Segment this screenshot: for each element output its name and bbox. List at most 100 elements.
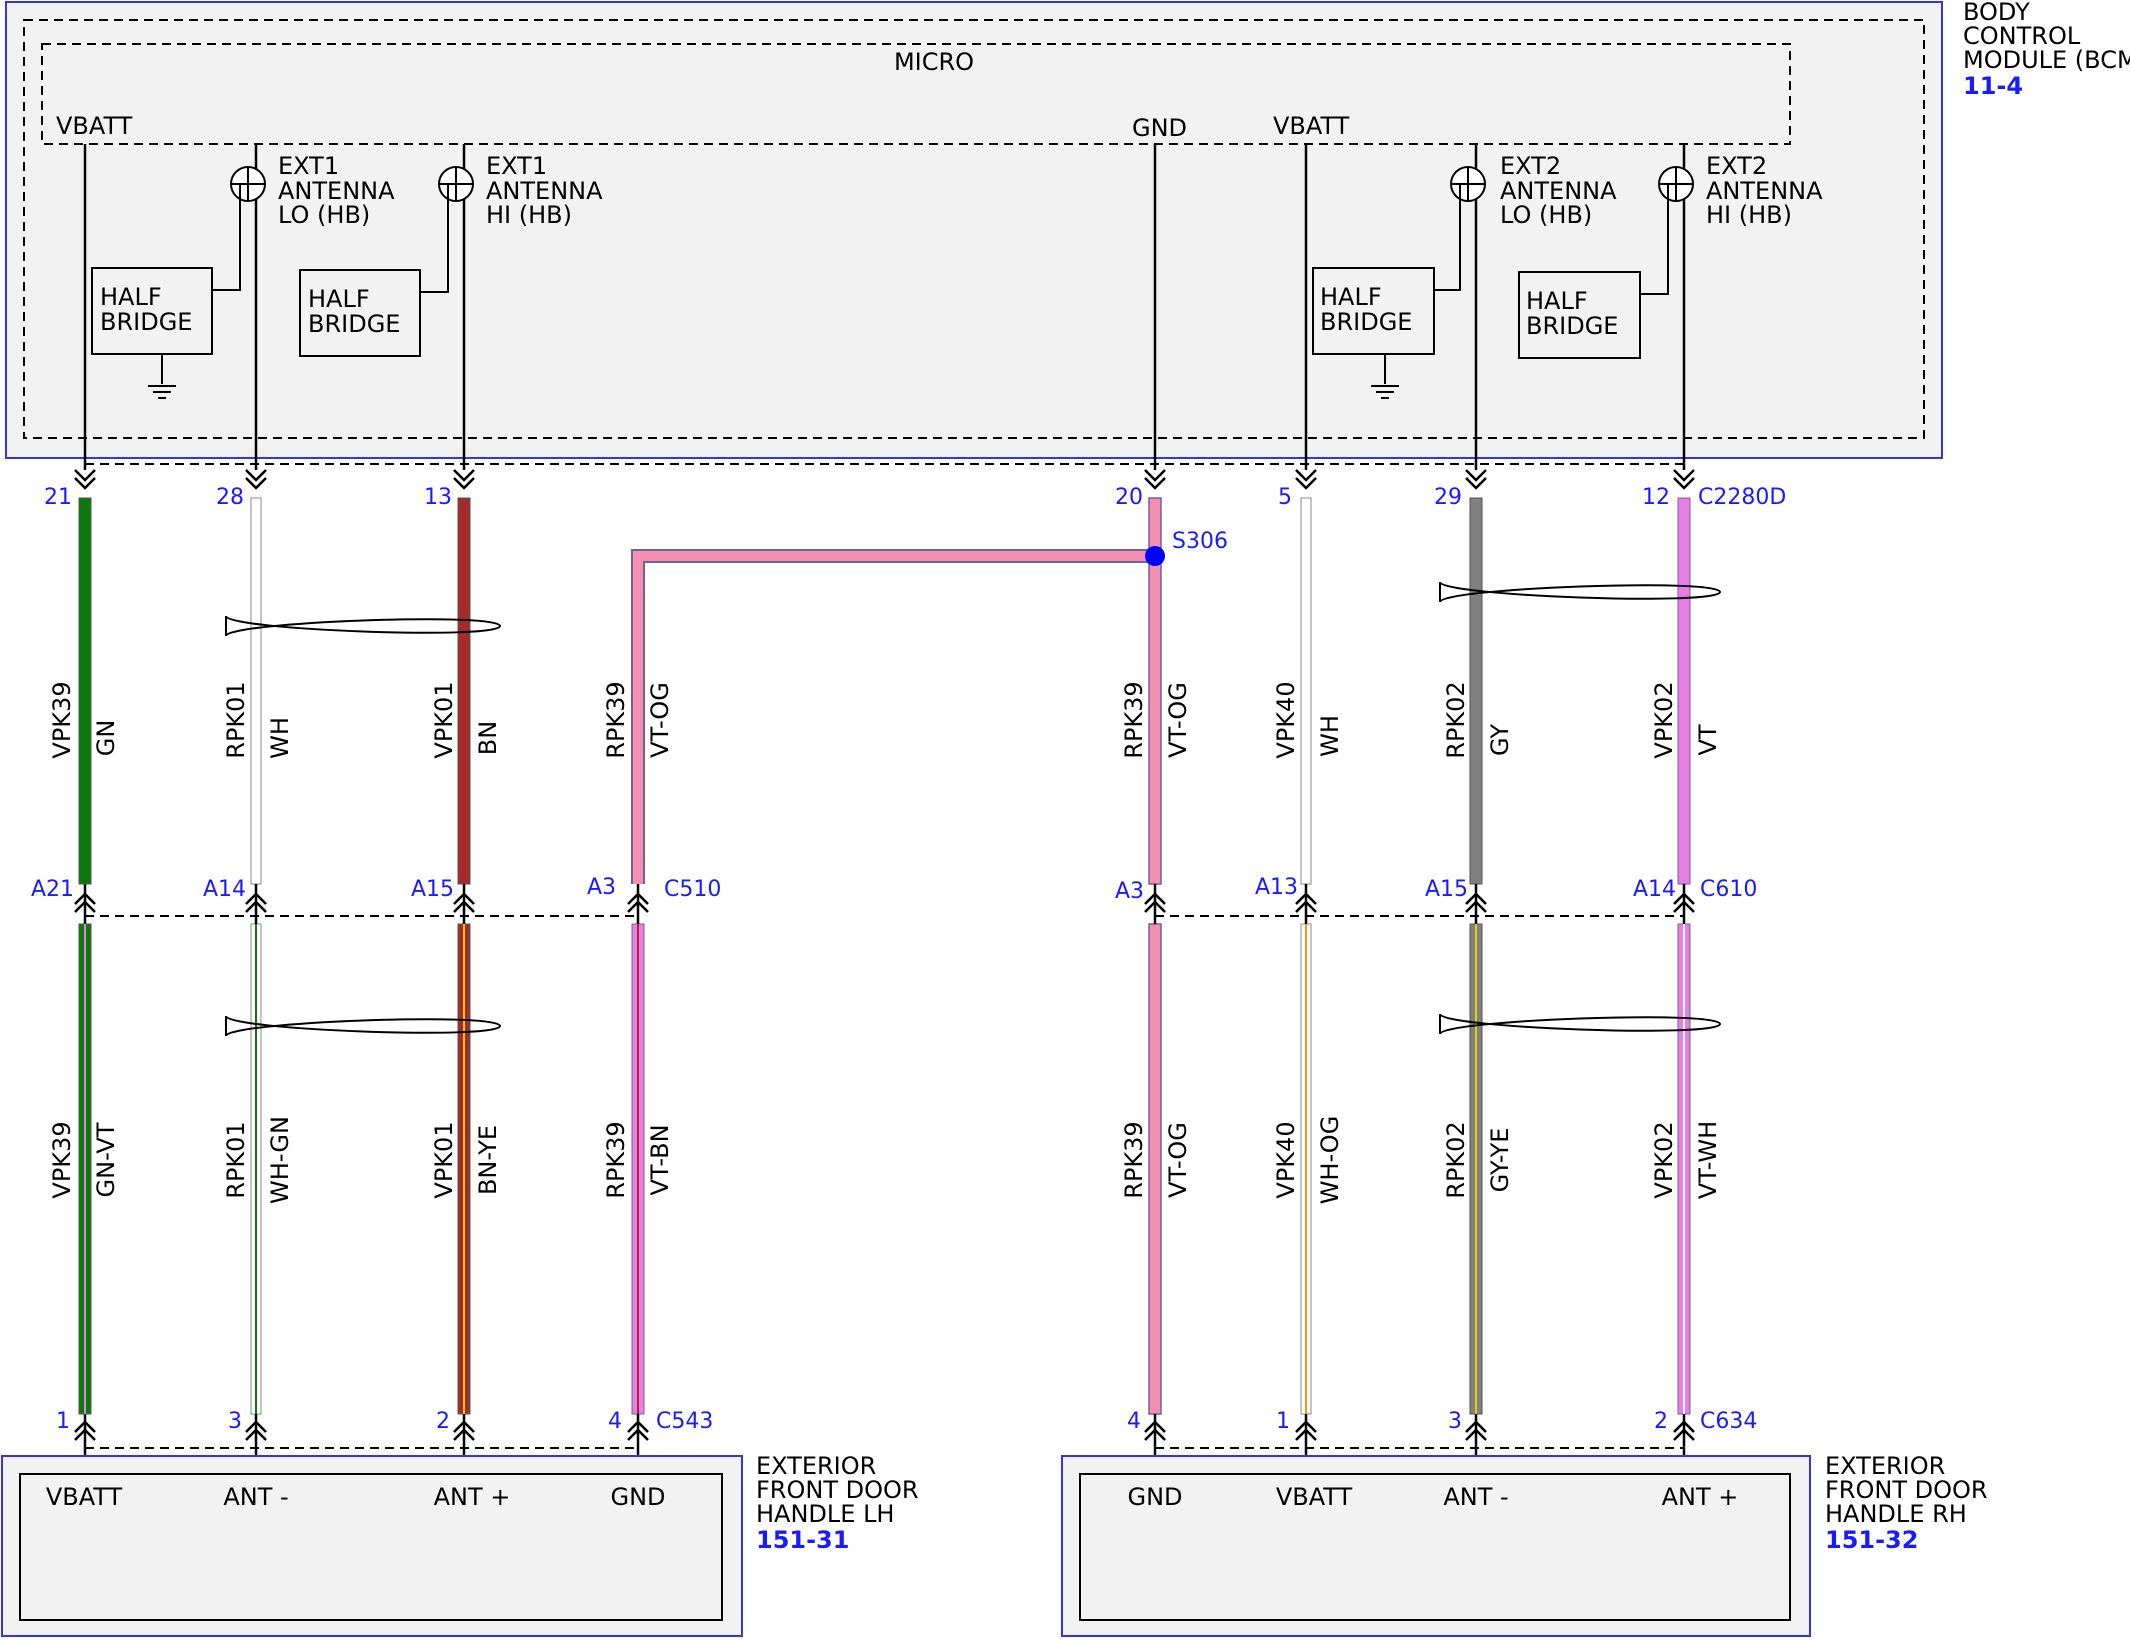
svg-text:BRIDGE: BRIDGE [100, 308, 192, 336]
svg-text:VPK39: VPK39 [48, 681, 76, 758]
wire-upper-bn[interactable] [457, 497, 471, 885]
wire-upper-gn[interactable] [78, 497, 92, 885]
wire-lower-bn-ye[interactable] [457, 923, 471, 1415]
wire-lower-gy-ye[interactable] [1469, 923, 1483, 1415]
bcm-gnd-label: GND [1132, 114, 1187, 142]
svg-text:EXT2: EXT2 [1706, 152, 1767, 180]
svg-text:BRIDGE: BRIDGE [308, 310, 400, 338]
half-bridge-3: HALF BRIDGE [1312, 267, 1435, 355]
svg-text:RPK02: RPK02 [1442, 681, 1470, 758]
svg-text:VPK02: VPK02 [1650, 1121, 1678, 1198]
svg-text:VPK02: VPK02 [1650, 681, 1678, 758]
svg-text:ANTENNA: ANTENNA [486, 177, 603, 205]
c634-pin-4: 4 [1127, 1409, 1141, 1434]
wire-lower-wh-og[interactable] [1300, 923, 1312, 1415]
handle-lh-name-line-2: FRONT DOOR [756, 1476, 919, 1504]
c610-pin-a13: A13 [1255, 875, 1298, 900]
handle-lh-name-line-1: EXTERIOR [756, 1452, 876, 1480]
wire-upper-wh[interactable] [250, 497, 262, 885]
svg-text:VT-OG: VT-OG [1164, 1122, 1192, 1198]
antenna-label-ext2-lo: EXT2 ANTENNA LO (HB) [1500, 152, 1617, 229]
c634-pin-2: 2 [1654, 1409, 1668, 1434]
svg-text:LO (HB): LO (HB) [1500, 201, 1592, 229]
micro-block [41, 43, 1791, 145]
c510-pin-a15: A15 [411, 877, 454, 902]
bcm-vbatt-label-1: VBATT [56, 112, 133, 140]
wire-lower-vt-wh[interactable] [1677, 923, 1691, 1415]
wire-lower-gn-vt[interactable] [78, 923, 92, 1415]
wire-upper-wh-2[interactable] [1300, 497, 1312, 885]
svg-text:EXT1: EXT1 [278, 152, 339, 180]
connector-chevrons [74, 469, 1695, 1441]
splice-s306-dot[interactable] [1145, 546, 1165, 566]
wire-lower-vt-og[interactable] [1148, 923, 1162, 1415]
svg-text:HALF: HALF [1526, 287, 1588, 315]
svg-text:HI (HB): HI (HB) [1706, 201, 1792, 229]
svg-text:RPK39: RPK39 [1120, 681, 1148, 758]
wire-lower-wh-gn[interactable] [250, 923, 262, 1415]
c543-connector-name[interactable]: C543 [656, 1409, 713, 1434]
svg-text:VT-OG: VT-OG [1164, 682, 1192, 758]
twisted-pair-icon [1439, 581, 1722, 603]
wire-upper-gy[interactable] [1469, 497, 1483, 885]
half-bridge-4: HALF BRIDGE [1518, 271, 1641, 359]
c610-pin-a14: A14 [1633, 877, 1676, 902]
c510-pin-a3: A3 [587, 875, 616, 900]
c543-pin-3: 3 [228, 1409, 242, 1434]
svg-text:GN: GN [92, 720, 120, 757]
c543-pin-1: 1 [56, 1409, 70, 1434]
c510-pin-a21: A21 [31, 877, 74, 902]
svg-text:VPK01: VPK01 [430, 681, 458, 758]
twisted-pair-icon [1439, 1013, 1722, 1035]
wire-lower-vt-bn[interactable] [631, 923, 645, 1415]
svg-text:ANTENNA: ANTENNA [1706, 177, 1823, 205]
ground-icon [148, 354, 176, 399]
handle-rh-ref-link[interactable]: 151-32 [1825, 1526, 1918, 1554]
c610-connector-name[interactable]: C610 [1700, 877, 1757, 902]
wire-upper-labels: VPK39 GN RPK01 WH VPK01 BN RPK39 VT-OG R… [48, 681, 1722, 759]
c610-pin-a15: A15 [1425, 877, 1468, 902]
handle-lh-inner-box [19, 1473, 723, 1621]
bcm-connector-name[interactable]: C2280D [1698, 485, 1786, 510]
bcm-ref-link[interactable]: 11-4 [1963, 72, 2023, 100]
twisted-pair-icon [225, 615, 502, 637]
svg-text:EXT2: EXT2 [1500, 152, 1561, 180]
antenna-icon [1640, 166, 1694, 295]
bcm-pin-28: 28 [216, 485, 244, 510]
bcm-pin-12: 12 [1642, 485, 1670, 510]
c634-pin-1: 1 [1276, 1409, 1290, 1434]
ground-icon [1371, 354, 1399, 399]
svg-text:GN-VT: GN-VT [92, 1122, 120, 1197]
svg-text:ANTENNA: ANTENNA [1500, 177, 1617, 205]
svg-text:HALF: HALF [1320, 283, 1382, 311]
svg-text:RPK39: RPK39 [1120, 1121, 1148, 1198]
antenna-icon [212, 166, 266, 291]
svg-text:VT-OG: VT-OG [646, 682, 674, 758]
handle-rh-name-line-2: FRONT DOOR [1825, 1476, 1988, 1504]
splice-s306-label[interactable]: S306 [1172, 529, 1228, 554]
c510-connector-name[interactable]: C510 [664, 877, 721, 902]
svg-text:VPK40: VPK40 [1272, 1121, 1300, 1198]
svg-text:BN-YE: BN-YE [474, 1125, 502, 1195]
svg-text:VT-BN: VT-BN [646, 1124, 674, 1195]
bcm-module-box [5, 1, 1943, 459]
handle-lh-ref-link[interactable]: 151-31 [756, 1526, 849, 1554]
wire-upper-vt[interactable] [1677, 497, 1691, 885]
c634-pin-3: 3 [1448, 1409, 1462, 1434]
svg-text:BN: BN [474, 721, 502, 755]
svg-text:RPK01: RPK01 [222, 681, 250, 758]
handle-lh-signal-ant-plus: ANT + [434, 1483, 511, 1511]
wire-upper-vt-og-to-splice[interactable] [631, 549, 1155, 884]
svg-text:VPK01: VPK01 [430, 1121, 458, 1198]
bcm-pin-20: 20 [1115, 485, 1143, 510]
handle-rh-signal-gnd: GND [1127, 1483, 1182, 1511]
handle-rh-name-line-3: HANDLE RH [1825, 1500, 1967, 1528]
antenna-label-ext1-hi: EXT1 ANTENNA HI (HB) [486, 152, 603, 229]
micro-label: MICRO [894, 48, 974, 76]
svg-text:HI (HB): HI (HB) [486, 201, 572, 229]
svg-text:GY: GY [1486, 724, 1514, 756]
twisted-pair-icon [225, 1015, 502, 1037]
c634-connector-name[interactable]: C634 [1700, 1409, 1757, 1434]
bcm-pin-21: 21 [44, 485, 72, 510]
svg-text:WH-GN: WH-GN [266, 1116, 294, 1204]
